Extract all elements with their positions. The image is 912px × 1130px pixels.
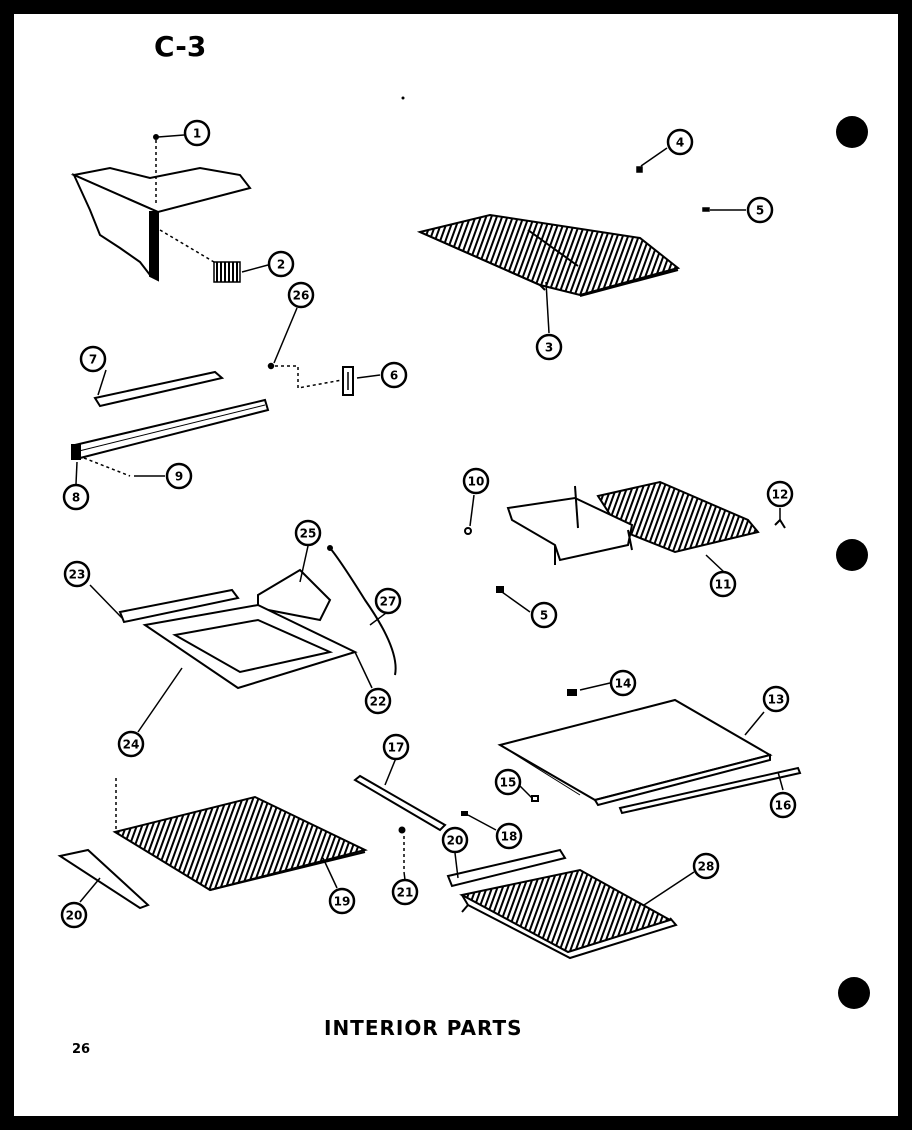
callout-21: 21 [391, 878, 419, 906]
page-number: 26 [72, 1042, 91, 1057]
callout-22: 22 [364, 687, 392, 715]
callout-12: 12 [766, 480, 794, 508]
callout-18: 18 [495, 822, 523, 850]
callout-17: 17 [382, 733, 410, 761]
svg-text:6: 6 [390, 369, 398, 383]
upper-wire-shelf [416, 213, 681, 297]
svg-text:2: 2 [277, 258, 285, 272]
svg-text:10: 10 [468, 475, 485, 489]
svg-text:15: 15 [500, 776, 517, 790]
svg-text:22: 22 [370, 695, 387, 709]
crisper-frame [118, 545, 397, 690]
callout-7: 7 [79, 345, 107, 373]
callout-25: 25 [294, 519, 322, 547]
svg-text:11: 11 [715, 578, 732, 592]
svg-text:16: 16 [775, 799, 792, 813]
callout-16: 16 [769, 791, 797, 819]
binder-holes [836, 116, 870, 1009]
svg-text:17: 17 [388, 741, 405, 755]
callout-26: 26 [287, 281, 315, 309]
callout-1: 1 [183, 119, 211, 147]
callout-28: 28 [692, 852, 720, 880]
specks [401, 96, 405, 100]
rail-and-fasteners [353, 774, 567, 888]
svg-text:28: 28 [698, 860, 715, 874]
svg-text:12: 12 [772, 488, 789, 502]
small-clips-top [636, 166, 710, 212]
glass-shelf [497, 689, 802, 815]
callout-10: 10 [462, 467, 490, 495]
middle-wire-shelf [464, 480, 786, 593]
cabinet-corner-part [70, 134, 252, 283]
svg-text:24: 24 [123, 738, 140, 752]
callout-24: 24 [117, 730, 145, 758]
svg-text:9: 9 [175, 470, 183, 484]
callout-5-top: 5 [746, 196, 774, 224]
callout-20-mid: 20 [441, 826, 469, 854]
svg-text:5: 5 [540, 609, 548, 623]
svg-text:18: 18 [501, 830, 518, 844]
callout-8: 8 [62, 483, 90, 511]
svg-text:5: 5 [756, 204, 764, 218]
callout-4: 4 [666, 128, 694, 156]
section-code: C-3 [154, 30, 207, 63]
svg-text:21: 21 [397, 886, 414, 900]
callout-5-mid: 5 [530, 601, 558, 629]
callout-23: 23 [63, 560, 91, 588]
svg-text:20: 20 [66, 909, 83, 923]
svg-text:19: 19 [334, 895, 351, 909]
svg-text:23: 23 [69, 568, 86, 582]
callout-6: 6 [380, 361, 408, 389]
svg-text:25: 25 [300, 527, 317, 541]
callout-11: 11 [709, 570, 737, 598]
svg-text:1: 1 [193, 127, 201, 141]
svg-text:4: 4 [676, 136, 684, 150]
svg-text:27: 27 [380, 595, 397, 609]
trim-and-channel [71, 370, 270, 477]
diagram-title: INTERIOR PARTS [324, 1016, 523, 1040]
callout-2: 2 [267, 250, 295, 278]
sliding-basket [459, 868, 678, 960]
callout-19: 19 [328, 887, 356, 915]
svg-text:13: 13 [768, 693, 785, 707]
callout-3: 3 [535, 333, 563, 361]
callout-27: 27 [374, 587, 402, 615]
callout-20-left: 20 [60, 901, 88, 929]
svg-text:3: 3 [545, 341, 553, 355]
callout-14: 14 [609, 669, 637, 697]
leader-lines [75, 134, 784, 906]
svg-text:20: 20 [447, 834, 464, 848]
svg-text:26: 26 [293, 289, 310, 303]
callout-13: 13 [762, 685, 790, 713]
callout-15: 15 [494, 768, 522, 796]
svg-text:8: 8 [72, 491, 80, 505]
svg-text:7: 7 [89, 353, 97, 367]
lower-wire-shelf [57, 778, 368, 910]
svg-text:14: 14 [615, 677, 632, 691]
hinge-assembly [267, 362, 354, 396]
callout-9: 9 [165, 462, 193, 490]
